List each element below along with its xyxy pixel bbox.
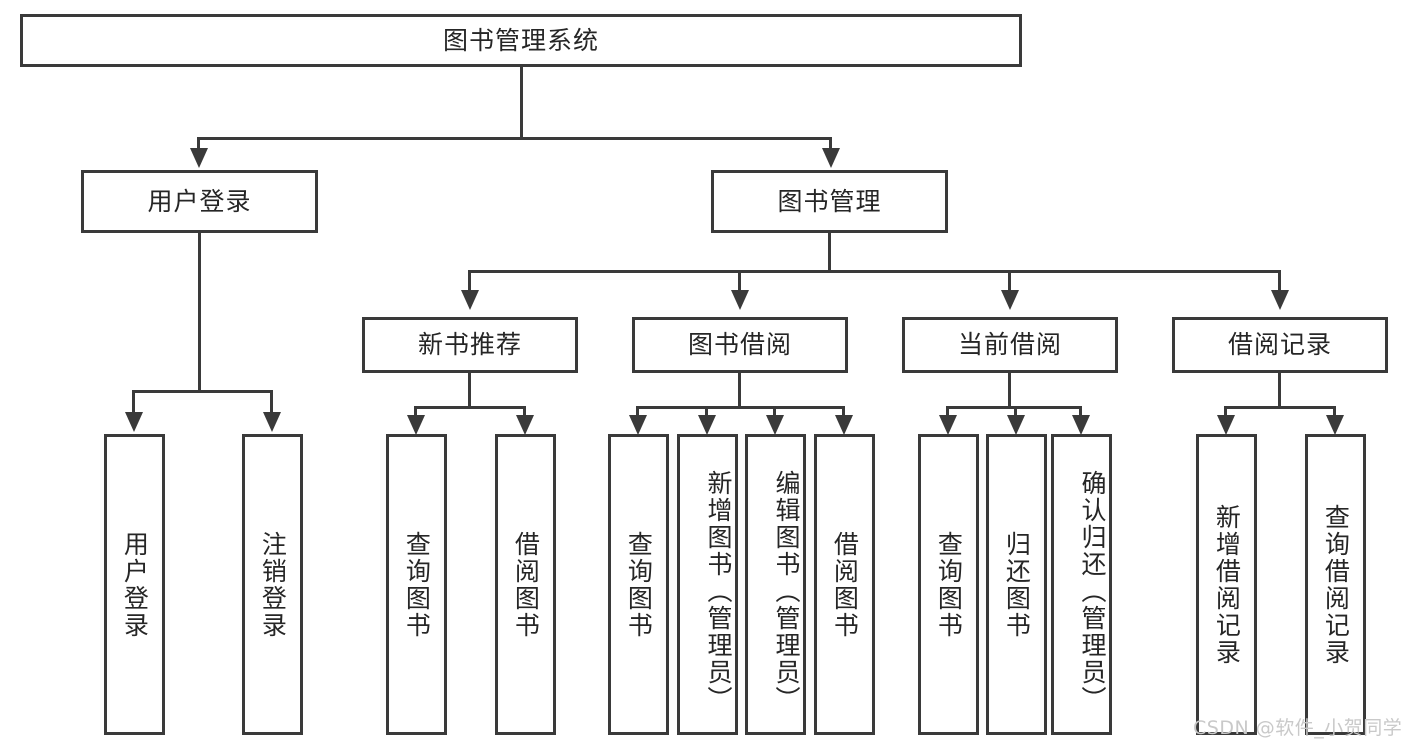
node-current-borrow[interactable]: 当前借阅 [902, 317, 1118, 373]
leaf-return-book[interactable]: 归还图书 [986, 434, 1047, 735]
edge-bb-branch-1 [636, 406, 639, 415]
node-user-login-label: 用户登录 [147, 186, 252, 216]
leaf-confirm-return[interactable]: 确认归还（管理员） [1051, 434, 1112, 735]
edge-cb-stem [1008, 373, 1011, 406]
leaf-edit-book[interactable]: 编辑图书（管理员） [745, 434, 806, 735]
node-book-management-label: 图书管理 [777, 186, 882, 216]
edge-bb-branch-2 [705, 406, 708, 415]
node-book-borrow-label: 图书借阅 [687, 330, 792, 360]
edge-root-to-book-management [829, 137, 832, 152]
edge-cb-branch-1 [946, 406, 949, 415]
edge-cb-branch-2 [1014, 406, 1017, 415]
node-new-book-recommend-label: 新书推荐 [417, 330, 522, 360]
node-root-label: 图书管理系统 [442, 25, 599, 55]
leaf-add-record[interactable]: 新增借阅记录 [1196, 434, 1257, 735]
leaf-query-book-3[interactable]: 查询图书 [918, 434, 979, 735]
leaf-logout-login-label: 注销登录 [258, 530, 288, 639]
leaf-edit-book-label: 编辑图书（管理员） [772, 470, 801, 713]
leaf-user-login[interactable]: 用户登录 [104, 434, 165, 735]
arrow-bb-leaf-2 [698, 415, 716, 435]
edge-nbr-bus [414, 406, 526, 409]
node-current-borrow-label: 当前借阅 [957, 330, 1062, 360]
edge-nbr-branch-2 [523, 406, 526, 415]
leaf-add-book-label: 新增图书（管理员） [704, 470, 733, 713]
node-user-login[interactable]: 用户登录 [81, 170, 318, 233]
arrow-bb-leaf-1 [629, 415, 647, 435]
edge-br-bus [1224, 406, 1336, 409]
leaf-query-book-3-label: 查询图书 [934, 530, 964, 639]
leaf-confirm-return-label: 确认归还（管理员） [1078, 470, 1107, 713]
arrow-bb-leaf-3 [766, 415, 784, 435]
leaf-borrow-book-1-label: 借阅图书 [511, 530, 541, 639]
edge-nbr-stem [468, 373, 471, 406]
node-book-management[interactable]: 图书管理 [711, 170, 948, 233]
arrow-nbr-leaf-2 [516, 415, 534, 435]
edge-root-to-user-login [197, 137, 200, 152]
arrow-bm-to-new-book-recommend [461, 290, 479, 310]
edge-br-branch-2 [1333, 406, 1336, 415]
edge-cb-branch-3 [1079, 406, 1082, 415]
leaf-add-book[interactable]: 新增图书（管理员） [677, 434, 738, 735]
edge-bb-bus [636, 406, 845, 409]
node-borrow-record[interactable]: 借阅记录 [1172, 317, 1388, 373]
edge-user-login-branch-1 [132, 390, 135, 412]
edge-bm-branch-3 [1008, 270, 1011, 290]
leaf-add-record-label: 新增借阅记录 [1212, 503, 1242, 666]
arrow-cb-leaf-2 [1007, 415, 1025, 435]
leaf-query-book-1[interactable]: 查询图书 [386, 434, 447, 735]
arrow-br-leaf-1 [1217, 415, 1235, 435]
edge-user-login-stem [198, 233, 201, 390]
leaf-query-book-1-label: 查询图书 [402, 530, 432, 639]
node-book-borrow[interactable]: 图书借阅 [632, 317, 848, 373]
edge-bb-branch-3 [773, 406, 776, 415]
leaf-query-book-2[interactable]: 查询图书 [608, 434, 669, 735]
leaf-query-record-label: 查询借阅记录 [1321, 503, 1351, 666]
leaf-user-login-label: 用户登录 [120, 530, 150, 639]
arrow-cb-leaf-1 [939, 415, 957, 435]
edge-bm-branch-4 [1278, 270, 1281, 290]
node-root[interactable]: 图书管理系统 [20, 14, 1022, 67]
leaf-logout-login[interactable]: 注销登录 [242, 434, 303, 735]
edge-bb-stem [738, 373, 741, 406]
edge-bm-branch-2 [738, 270, 741, 290]
arrow-user-login-leaf-2 [263, 412, 281, 432]
arrow-br-leaf-2 [1326, 415, 1344, 435]
arrow-bm-to-borrow-record [1271, 290, 1289, 310]
leaf-query-record[interactable]: 查询借阅记录 [1305, 434, 1366, 735]
edge-user-login-bus [132, 390, 270, 393]
edge-bb-branch-4 [842, 406, 845, 415]
arrow-bb-leaf-4 [835, 415, 853, 435]
edge-br-branch-1 [1224, 406, 1227, 415]
arrow-user-login-leaf-1 [125, 412, 143, 432]
edge-user-login-branch-2 [270, 390, 273, 412]
edge-book-management-stem [828, 233, 831, 270]
arrow-root-to-user-login [190, 148, 208, 168]
node-new-book-recommend[interactable]: 新书推荐 [362, 317, 578, 373]
arrow-bm-to-book-borrow [731, 290, 749, 310]
node-borrow-record-label: 借阅记录 [1227, 330, 1332, 360]
edge-bm-branch-1 [468, 270, 471, 290]
leaf-borrow-book-2[interactable]: 借阅图书 [814, 434, 875, 735]
leaf-return-book-label: 归还图书 [1002, 530, 1032, 639]
arrow-root-to-book-management [822, 148, 840, 168]
leaf-query-book-2-label: 查询图书 [624, 530, 654, 639]
leaf-borrow-book-1[interactable]: 借阅图书 [495, 434, 556, 735]
arrow-nbr-leaf-1 [407, 415, 425, 435]
csdn-watermark: CSDN @软件_小贺同学 [1193, 717, 1403, 739]
arrow-cb-leaf-3 [1072, 415, 1090, 435]
edge-root-stem [520, 67, 523, 137]
edge-nbr-branch-1 [414, 406, 417, 415]
edge-root-bus [197, 137, 832, 140]
leaf-borrow-book-2-label: 借阅图书 [830, 530, 860, 639]
arrow-bm-to-current-borrow [1001, 290, 1019, 310]
edge-book-management-bus [468, 270, 1281, 273]
edge-br-stem [1278, 373, 1281, 406]
